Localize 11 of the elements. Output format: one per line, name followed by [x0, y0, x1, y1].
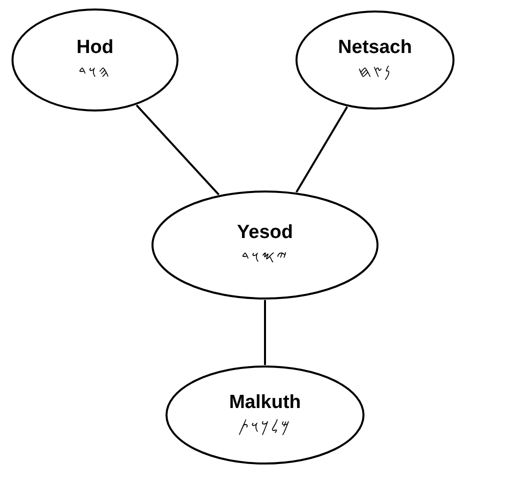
node-title: Yesod: [237, 221, 293, 246]
node-title: Malkuth: [229, 391, 301, 416]
script-text: 𐤍𐤑𐤇: [358, 61, 392, 84]
script-text: 𐤌𐤋𐤊𐤅𐤕: [238, 416, 292, 438]
node-title: Hod: [76, 36, 114, 60]
node-title: Netsach: [338, 36, 412, 60]
script-text: 𐤄𐤅𐤃: [78, 61, 112, 84]
connector-line: [136, 104, 220, 196]
connector-line: [264, 300, 266, 365]
script-text: 𐤉𐤎𐤅𐤃: [242, 246, 288, 268]
connector-line: [296, 106, 348, 193]
